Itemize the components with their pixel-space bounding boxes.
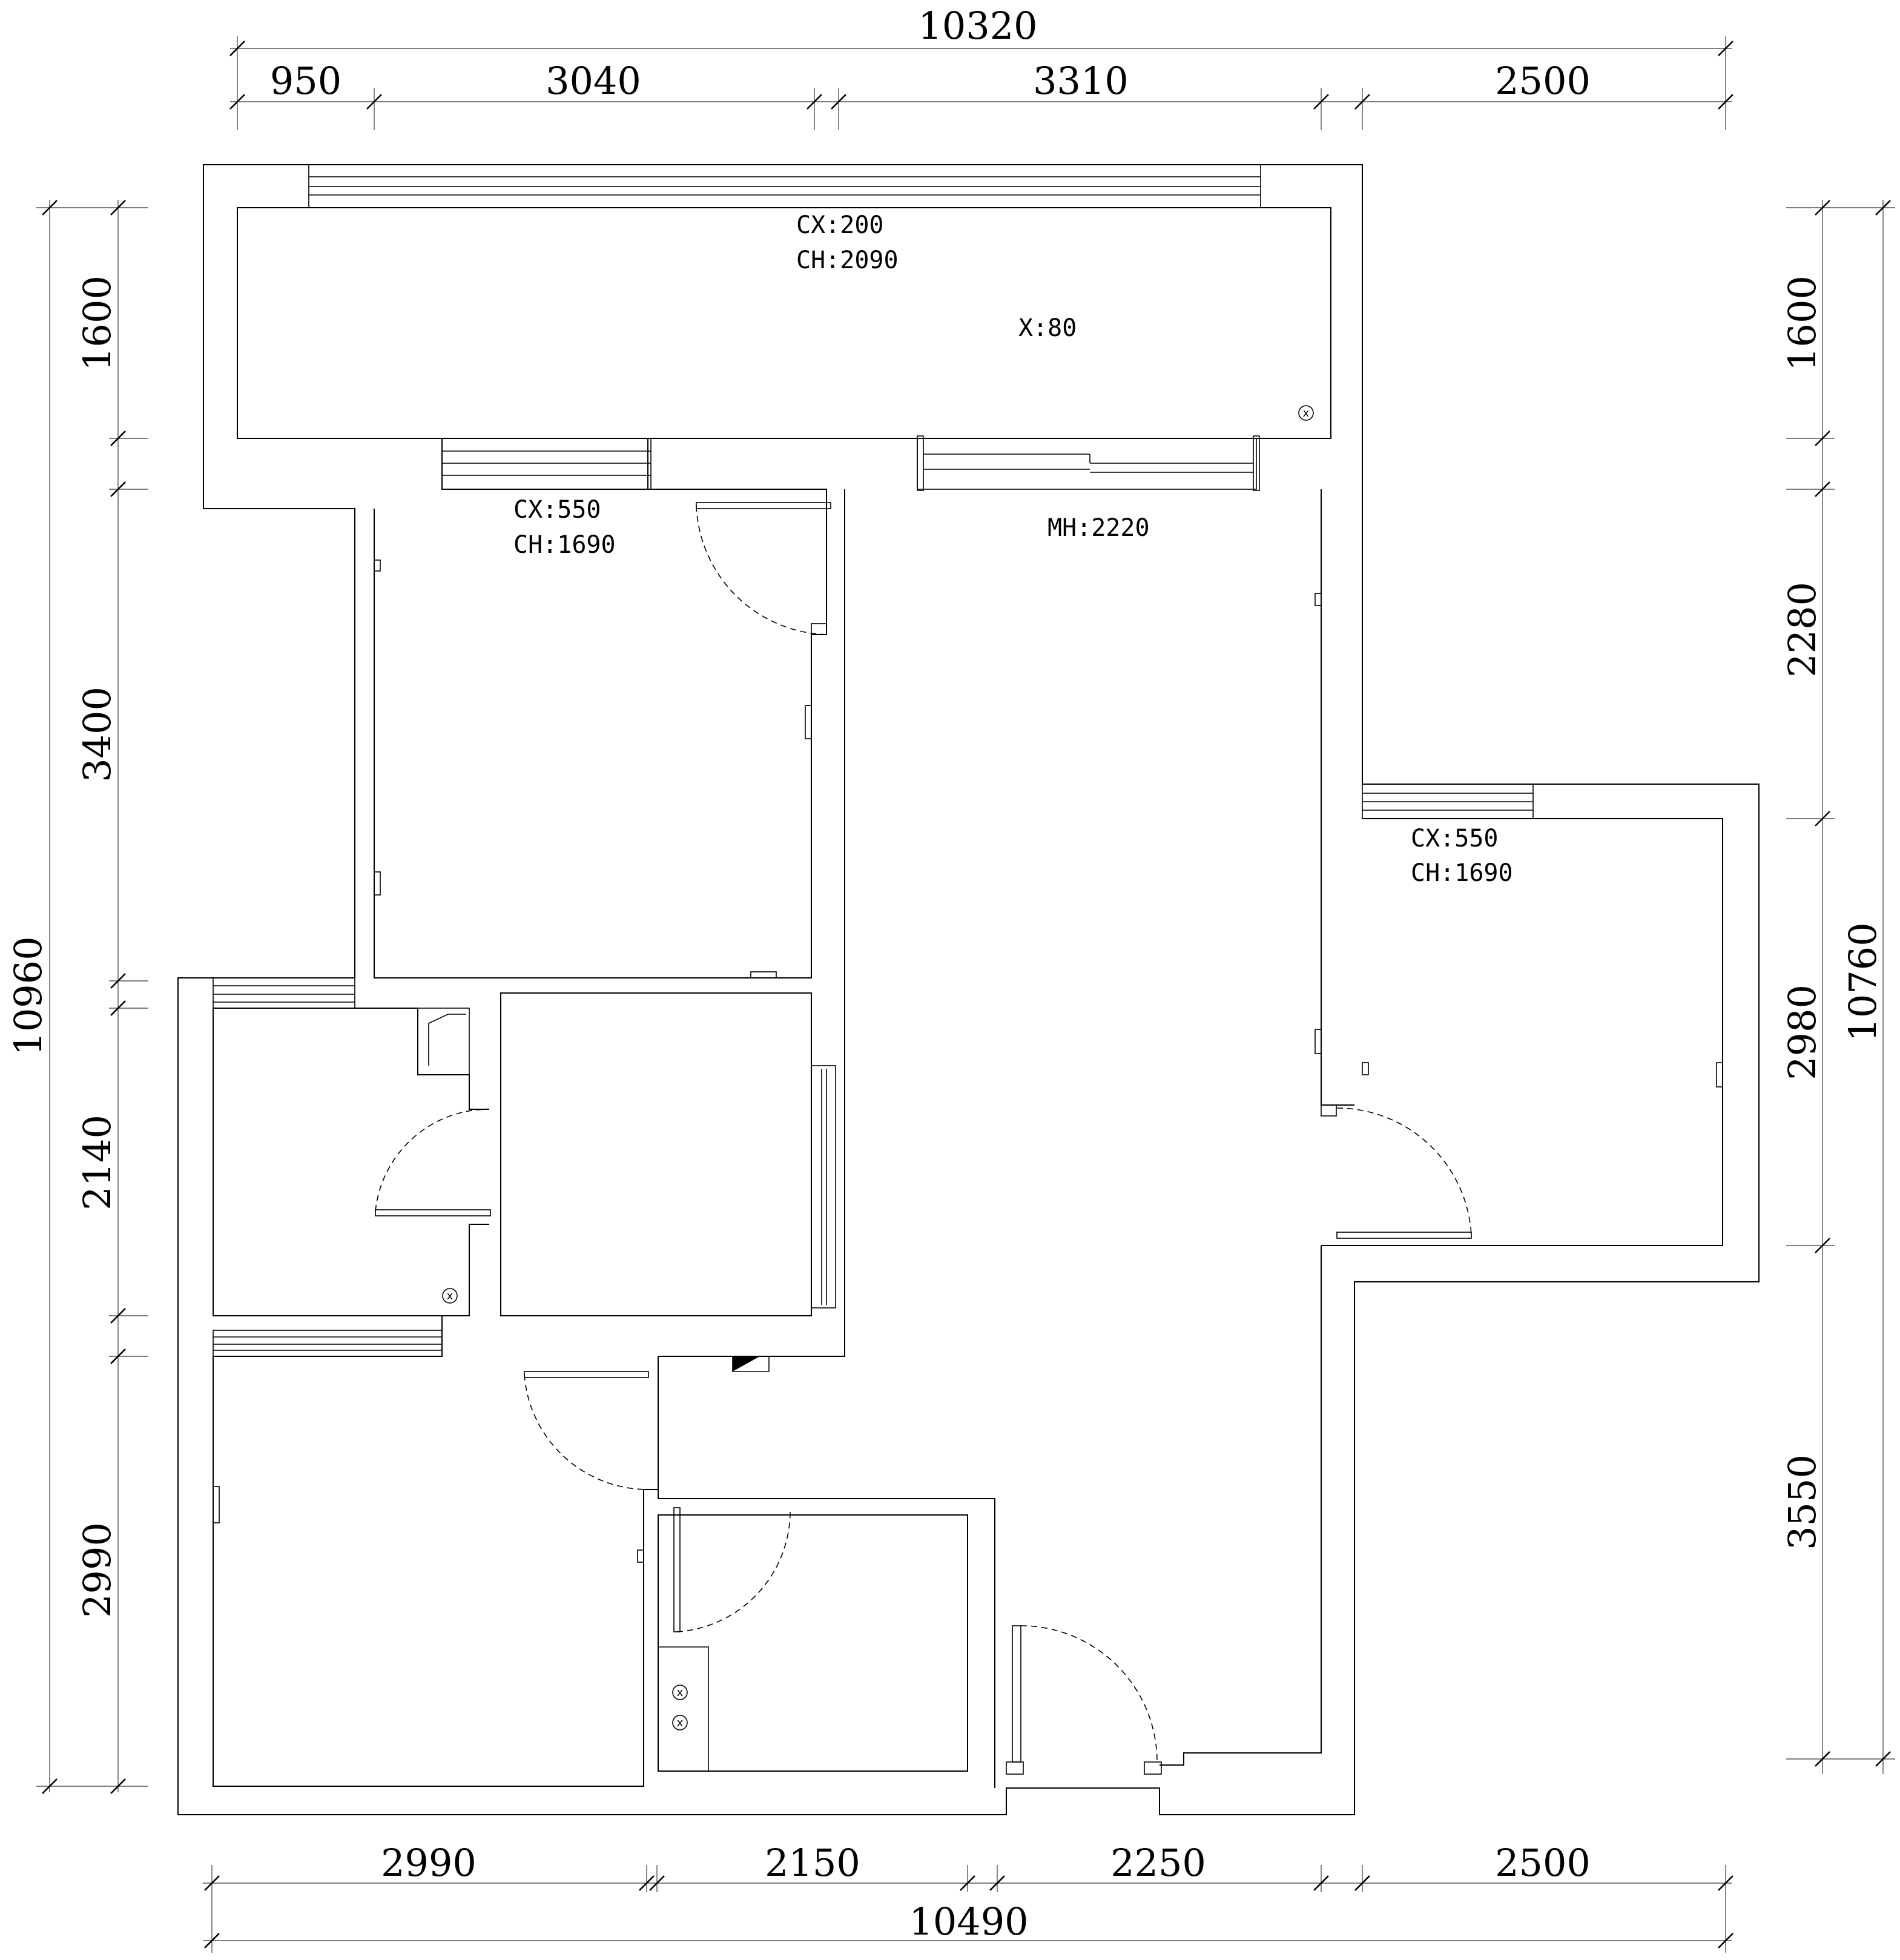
balcony-x-label: X:80 [1018, 314, 1077, 342]
balcony-ch-label: CH:2090 [796, 246, 899, 274]
bathroom-door-swing [676, 1508, 791, 1632]
bedroom-ch-label: CH:1690 [513, 531, 616, 559]
living-sliding-door [917, 438, 1257, 490]
right-room-ch-label: CH:1690 [1411, 859, 1513, 887]
svg-text:x: x [677, 1686, 684, 1699]
top-dim-2: 3040 [546, 59, 641, 103]
bathroom-drain-1 [672, 1684, 688, 1700]
top-dim-1: 950 [270, 59, 341, 103]
svg-text:x: x [1303, 407, 1310, 420]
right-room [1321, 784, 1723, 1246]
kitchen-door-swing [375, 1109, 490, 1212]
bedroom-door-leaf [696, 502, 831, 509]
study-walls [500, 992, 812, 1316]
bedroom-door-swing [696, 505, 827, 635]
kitchen-drain [442, 1288, 458, 1304]
kitchen-flue [417, 1008, 470, 1075]
left-total-dim: 10960 [6, 936, 50, 1055]
bathroom-walls [658, 1514, 968, 1772]
top-dimensions: 10320 950 3040 3310 2500 [229, 4, 1733, 130]
bedroom-bottom-left [213, 1316, 995, 1788]
right-room-door-leaf [1336, 1232, 1472, 1239]
living-mh-label: MH:2220 [1047, 514, 1150, 542]
left-dim-1: 1600 [75, 276, 119, 371]
exterior-walls [177, 164, 1760, 1815]
bottom-dim-2: 2150 [765, 1841, 860, 1885]
left-dim-3: 2140 [75, 1115, 119, 1210]
kitchen-door-leaf [375, 1209, 491, 1216]
bathroom-drain-2 [672, 1715, 688, 1731]
bottom-dim-1: 2990 [381, 1841, 477, 1885]
right-dim-4: 3550 [1780, 1454, 1824, 1550]
bedroom-cx-label: CX:550 [513, 496, 601, 524]
kitchen-area: x [213, 977, 491, 1316]
right-room-cx-label: CX:550 [1411, 825, 1499, 853]
bottom-dim-4: 2500 [1495, 1841, 1591, 1885]
right-room-door-swing [1336, 1107, 1472, 1236]
study-room [500, 992, 836, 1316]
right-dim-3: 2980 [1780, 985, 1824, 1080]
bottom-dimensions: 2990 2150 2250 2500 10490 [203, 1841, 1733, 1953]
right-dim-2: 2280 [1780, 582, 1824, 678]
room-annotations: CX:200 CH:2090 X:80 CX:550 CH:1690 MH:22… [513, 211, 1513, 887]
kitchen-window [213, 977, 355, 1009]
balcony-cx-label: CX:200 [796, 211, 884, 239]
entry-door-leaf [1012, 1625, 1021, 1763]
balcony-inner-wall [237, 207, 1331, 439]
bottom-bedroom-window [213, 1330, 443, 1357]
right-total-dim: 10760 [1841, 922, 1885, 1041]
bottom-bedroom-door-swing [524, 1374, 649, 1490]
bottom-dim-3: 2250 [1110, 1841, 1206, 1885]
bathroom-door-leaf [673, 1507, 681, 1632]
entry-door-swing [1020, 1625, 1158, 1763]
right-dimensions: 1600 2280 2980 3550 10760 [1780, 200, 1895, 1774]
top-dim-4: 2500 [1495, 59, 1591, 103]
balcony-drain [1298, 405, 1314, 421]
bedroom-top-left [374, 438, 831, 978]
entry-door [1006, 1625, 1162, 1775]
bathroom: x x [658, 1507, 968, 1772]
left-dim-4: 2990 [75, 1522, 119, 1618]
top-total-dim: 10320 [918, 4, 1037, 48]
svg-text:x: x [447, 1290, 454, 1302]
bottom-total-dim: 10490 [909, 1899, 1028, 1944]
wall-markers [213, 559, 1723, 1563]
right-dim-1: 1600 [1780, 276, 1824, 371]
top-dim-3: 3310 [1033, 59, 1129, 103]
bottom-bedroom-door-leaf [524, 1371, 649, 1378]
left-dim-2: 3400 [75, 687, 119, 782]
study-sliding-door [811, 1065, 836, 1308]
svg-text:x: x [677, 1717, 684, 1729]
balcony-outer-wall [177, 164, 1760, 1815]
bedroom-window [441, 438, 651, 490]
left-dimensions: 1600 3400 2140 2990 10960 [6, 200, 148, 1794]
living-area [658, 435, 1354, 1766]
